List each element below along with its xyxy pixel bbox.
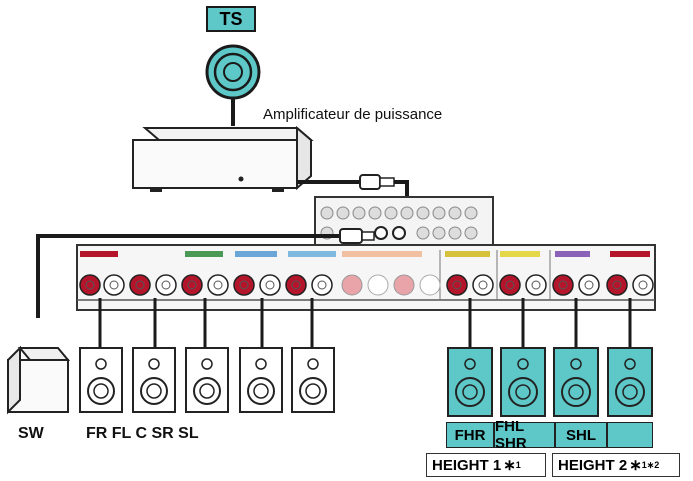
height-2-group: HEIGHT 2∗1∗2 (552, 453, 680, 477)
amplifier-label: Amplificateur de puissance (263, 106, 443, 123)
speaker-fhr-icon (447, 347, 493, 417)
speaker-fr-icon (79, 347, 123, 413)
subwoofer-icon (7, 345, 71, 415)
fhr-box: FHR (446, 422, 494, 448)
height-2-sup: 1∗2 (641, 459, 660, 470)
height-1-note: ∗ (503, 457, 516, 474)
subwoofer-cable (36, 234, 340, 318)
height-1-group: HEIGHT 1∗1 (426, 453, 546, 477)
height-1-sup: 1 (515, 460, 521, 470)
speaker-shr-icon (553, 347, 599, 417)
power-amplifier-icon (132, 125, 314, 192)
front-speaker-labels: FR FL C SR SL (86, 425, 199, 442)
speaker-shl-icon (607, 347, 653, 417)
shl-box: SHL (555, 422, 607, 448)
sw-label: SW (18, 425, 44, 442)
empty-box (607, 422, 653, 448)
speaker-wires (98, 298, 632, 348)
ts-label: TS (206, 6, 256, 32)
height-2-text: HEIGHT 2 (558, 456, 628, 474)
rca-plug-icon (359, 174, 395, 190)
speaker-fhl-icon (500, 347, 546, 417)
height-1-text: HEIGHT 1 (432, 456, 502, 474)
fhl-shr-box: FHL SHR (494, 418, 555, 452)
speaker-c-icon (185, 347, 229, 413)
height-2-note: ∗ (629, 457, 642, 474)
speaker-sl-icon (291, 347, 335, 413)
sw-rca-plug-icon (339, 228, 375, 244)
speaker-terminals (79, 274, 654, 296)
ts-speaker-icon (205, 44, 261, 100)
speaker-sr-icon (239, 347, 283, 413)
speaker-fl-icon (132, 347, 176, 413)
